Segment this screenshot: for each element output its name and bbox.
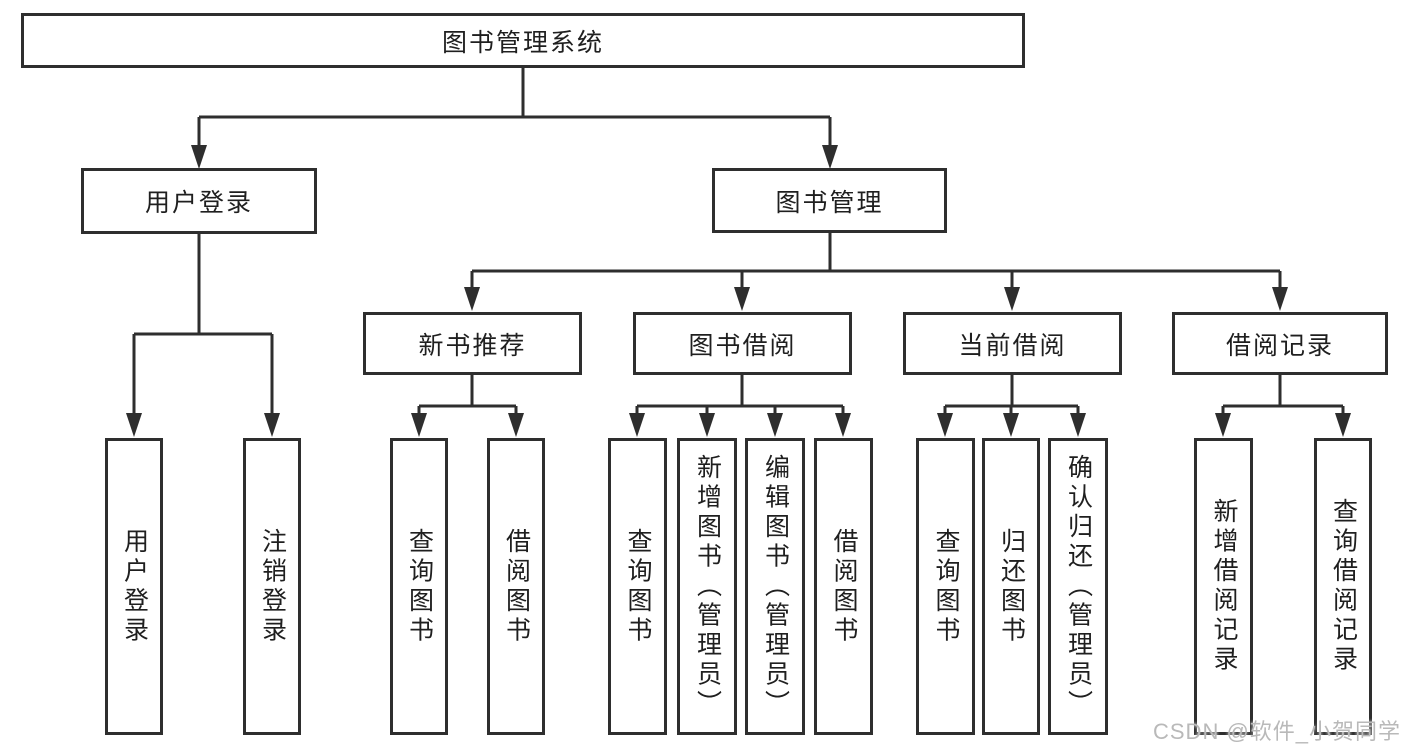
node-root: 图书管理系统 [21, 13, 1025, 68]
leaf-query-books-current: 查询图书 [916, 438, 975, 735]
leaf-add-borrow-record-label: 新增借阅记录 [1210, 498, 1238, 675]
leaf-add-books-admin: 新增图书（管理员） [677, 438, 737, 735]
node-root-label: 图书管理系统 [441, 28, 604, 57]
leaf-borrow-books-borrow: 借阅图书 [814, 438, 873, 735]
node-borrow-records-label: 借阅记录 [1225, 331, 1334, 360]
leaf-logout-label: 注销登录 [258, 527, 287, 646]
node-book-borrow-label: 图书借阅 [688, 331, 797, 360]
leaf-user-login: 用户登录 [105, 438, 163, 735]
leaf-borrow-books-borrow-label: 借阅图书 [830, 527, 858, 646]
node-borrow-records: 借阅记录 [1172, 312, 1388, 375]
node-current-borrow: 当前借阅 [903, 312, 1122, 375]
node-user-login-label: 用户登录 [144, 189, 253, 217]
arrowheads [126, 145, 1351, 437]
node-user-login: 用户登录 [81, 168, 317, 234]
connector-paths [132, 68, 1345, 416]
leaf-logout: 注销登录 [243, 438, 301, 735]
leaf-query-borrow-record-label: 查询借阅记录 [1329, 498, 1358, 675]
leaf-add-borrow-record: 新增借阅记录 [1194, 438, 1253, 735]
leaf-query-books-borrow-label: 查询图书 [624, 527, 652, 646]
node-book-management-label: 图书管理 [775, 188, 884, 217]
leaf-query-books-recommend: 查询图书 [390, 438, 448, 735]
node-new-book-recommend-label: 新书推荐 [418, 331, 527, 360]
leaf-return-books-label: 归还图书 [997, 527, 1026, 646]
leaf-query-books-borrow: 查询图书 [608, 438, 667, 735]
watermark: CSDN @软件_小贺同学 [1153, 719, 1402, 744]
leaf-user-login-label: 用户登录 [120, 527, 149, 646]
leaf-borrow-books-recommend-label: 借阅图书 [502, 527, 531, 646]
leaf-query-borrow-record: 查询借阅记录 [1314, 438, 1372, 735]
node-new-book-recommend: 新书推荐 [363, 312, 582, 375]
leaf-query-books-recommend-label: 查询图书 [405, 527, 434, 646]
leaf-borrow-books-recommend: 借阅图书 [487, 438, 545, 735]
node-book-management: 图书管理 [712, 168, 947, 233]
leaf-query-books-current-label: 查询图书 [932, 527, 960, 646]
leaf-edit-books-admin-label: 编辑图书（管理员） [761, 453, 790, 720]
leaf-confirm-return-admin-label: 确认归还（管理员） [1064, 453, 1093, 720]
leaf-edit-books-admin: 编辑图书（管理员） [745, 438, 805, 735]
node-current-borrow-label: 当前借阅 [958, 331, 1067, 360]
leaf-return-books: 归还图书 [982, 438, 1040, 735]
leaf-add-books-admin-label: 新增图书（管理员） [693, 453, 722, 720]
leaf-confirm-return-admin: 确认归还（管理员） [1048, 438, 1108, 735]
node-book-borrow: 图书借阅 [633, 312, 852, 375]
